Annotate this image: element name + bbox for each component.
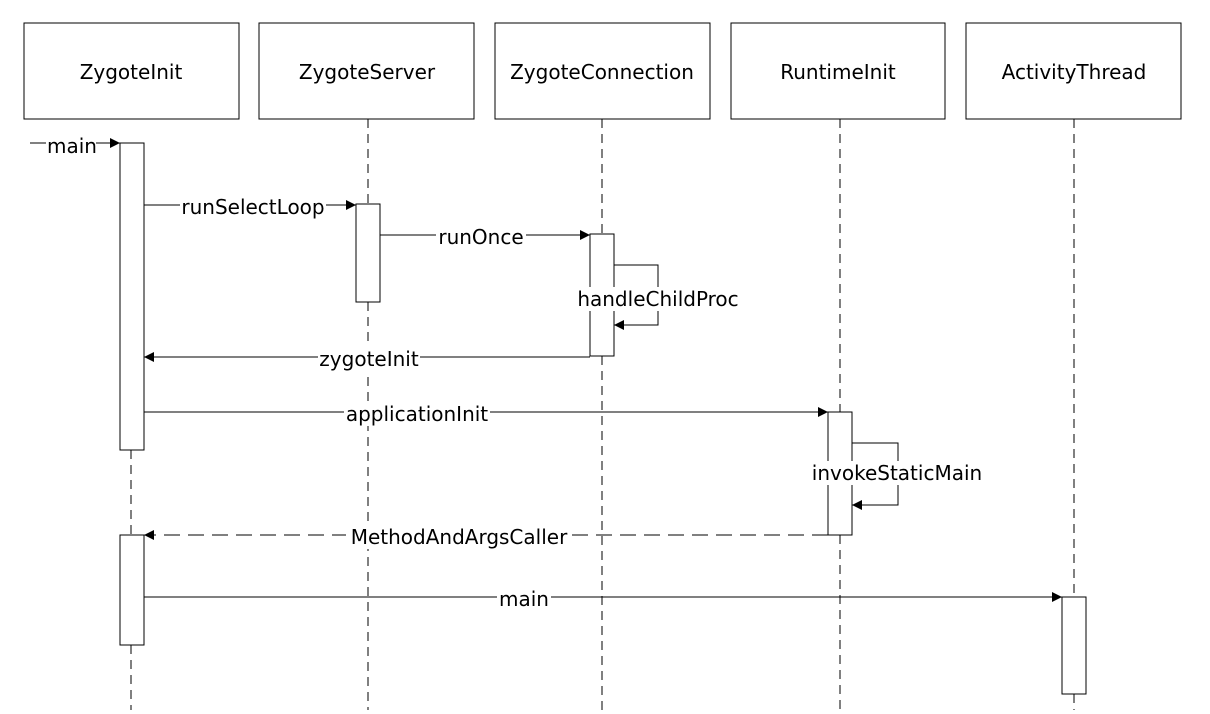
message-main-activity: main: [144, 587, 1062, 611]
message-label: main: [47, 134, 97, 158]
message-main-entry: main: [30, 133, 120, 158]
message-method-and-args-caller: MethodAndArgsCaller: [144, 525, 828, 549]
message-handle-child-proc: handleChildProc: [576, 264, 740, 330]
participant-zygoteconnection: ZygoteConnection: [494, 22, 711, 120]
message-run-once: runOnce: [380, 225, 590, 249]
activation-zygoteserver: [355, 203, 381, 303]
message-application-init: applicationInit: [144, 402, 828, 426]
participant-label: ZygoteInit: [80, 60, 183, 84]
activation-activitythread: [1061, 596, 1087, 695]
participant-label: ZygoteConnection: [510, 60, 694, 84]
message-label: runOnce: [438, 225, 523, 249]
participant-zygoteserver: ZygoteServer: [258, 22, 475, 120]
participant-label: ZygoteServer: [299, 60, 436, 84]
message-label: applicationInit: [346, 402, 488, 426]
participant-label: RuntimeInit: [780, 60, 896, 84]
participant-label: ActivityThread: [1002, 60, 1147, 84]
message-run-select-loop: runSelectLoop: [144, 195, 356, 219]
message-label: main: [499, 587, 549, 611]
participant-activitythread: ActivityThread: [965, 22, 1182, 120]
message-label: runSelectLoop: [181, 195, 324, 219]
message-label: handleChildProc: [577, 287, 738, 311]
participant-runtimeinit: RuntimeInit: [730, 22, 946, 120]
message-zygote-init: zygoteInit: [144, 347, 590, 371]
participant-zygoteinit: ZygoteInit: [23, 22, 240, 120]
message-invoke-static-main: invokeStaticMain: [808, 442, 986, 510]
message-label: zygoteInit: [319, 347, 419, 371]
message-label: invokeStaticMain: [812, 461, 982, 485]
message-label: MethodAndArgsCaller: [351, 525, 568, 549]
activation-zygoteinit-2: [119, 534, 145, 646]
activation-zygoteinit-1: [119, 142, 145, 451]
